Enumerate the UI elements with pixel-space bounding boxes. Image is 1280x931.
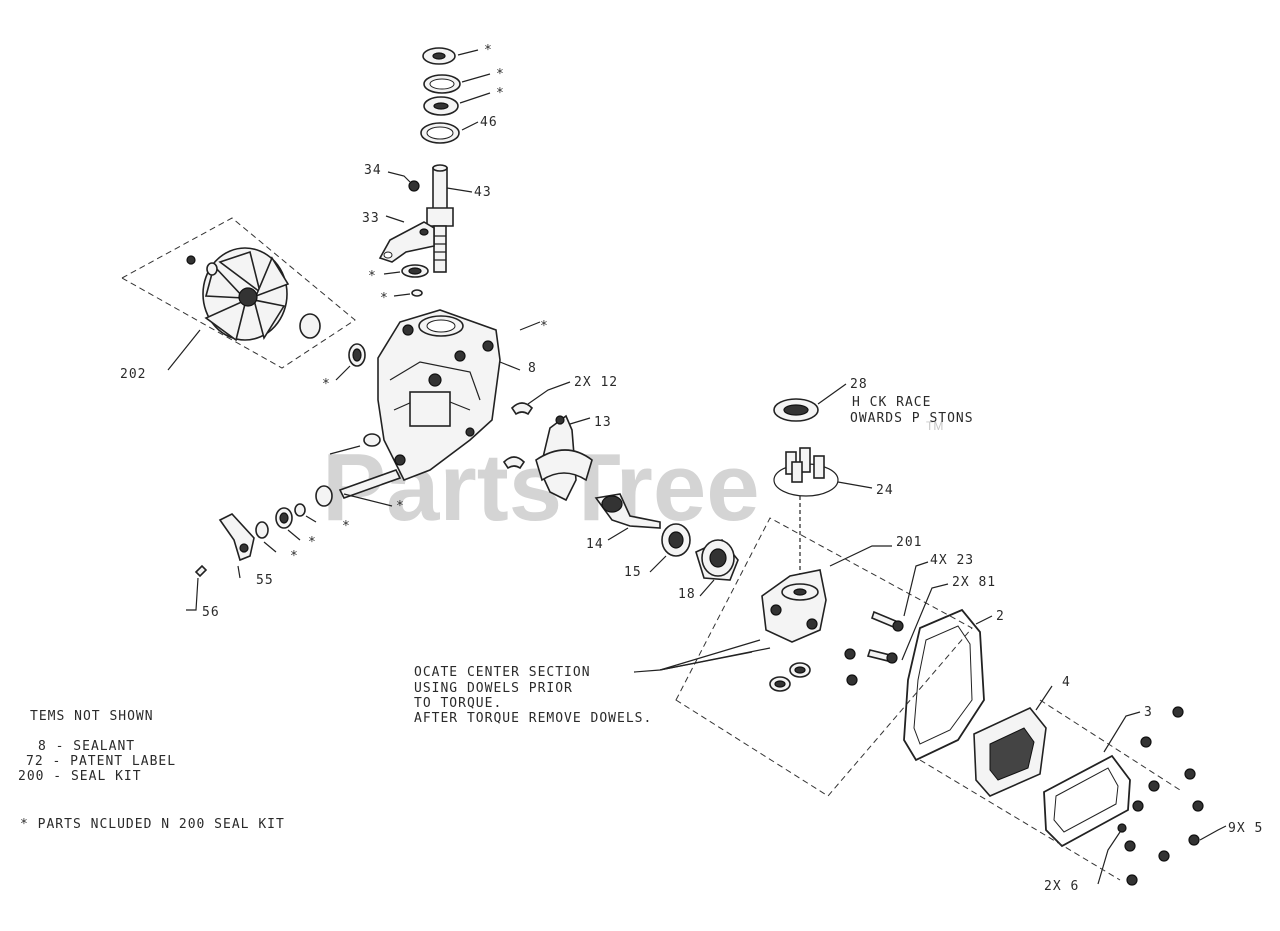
center-section-box bbox=[675, 517, 973, 797]
callout-33: 33 bbox=[362, 211, 380, 226]
svg-text:USING DOWELS PRIOR: USING DOWELS PRIOR bbox=[414, 681, 573, 696]
items-footnote: * PARTS NCLUDED N 200 SEAL KIT bbox=[20, 817, 285, 832]
callout: * bbox=[322, 377, 331, 392]
housing-8[interactable] bbox=[377, 309, 501, 482]
callout-202: 202 bbox=[120, 367, 146, 382]
watermark-tm: TM bbox=[926, 419, 943, 433]
bolts-6[interactable] bbox=[1117, 823, 1138, 886]
callout-46: 46 bbox=[480, 115, 498, 130]
callout: * bbox=[540, 319, 549, 334]
callout-4x23: 4X 23 bbox=[930, 553, 974, 568]
seal-arm[interactable] bbox=[401, 264, 429, 297]
fan-202[interactable] bbox=[186, 247, 321, 342]
callout-2: 2 bbox=[996, 609, 1005, 624]
callout-thick-race: H CK RACE bbox=[852, 395, 931, 410]
items-heading: TEMS NOT SHOWN bbox=[30, 709, 154, 724]
callout-18: 18 bbox=[678, 587, 696, 602]
callout-8: 8 bbox=[528, 361, 537, 376]
control-arm-33[interactable] bbox=[378, 221, 435, 263]
callout: * bbox=[380, 291, 389, 306]
svg-text:AFTER TORQUE REMOVE DOWELS.: AFTER TORQUE REMOVE DOWELS. bbox=[414, 711, 652, 726]
clip-12[interactable] bbox=[502, 402, 534, 470]
filter-4[interactable] bbox=[973, 707, 1047, 797]
nut-34[interactable] bbox=[408, 180, 420, 192]
locate-note: OCATE CENTER SECTION USING DOWELS PRIOR … bbox=[414, 665, 652, 726]
callout: * bbox=[290, 549, 299, 564]
callout-201: 201 bbox=[896, 535, 922, 550]
item-row: 8 - SEALANT bbox=[38, 739, 135, 754]
item-row: 200 - SEAL KIT bbox=[18, 769, 142, 784]
item-row: 72 - PATENT LABEL bbox=[26, 754, 176, 769]
center-section-201[interactable] bbox=[761, 569, 827, 643]
callout-15: 15 bbox=[624, 565, 642, 580]
svg-text:OCATE CENTER SECTION: OCATE CENTER SECTION bbox=[414, 665, 591, 680]
shaft-43[interactable] bbox=[426, 164, 454, 273]
callout-43: 43 bbox=[474, 185, 492, 200]
callout-24: 24 bbox=[876, 483, 894, 498]
callout: * bbox=[496, 67, 505, 82]
callout-28: 28 bbox=[850, 377, 868, 392]
callout-55: 55 bbox=[256, 573, 274, 588]
bolts-5[interactable] bbox=[1124, 706, 1204, 862]
callout: * bbox=[342, 519, 351, 534]
gasket-2[interactable] bbox=[903, 608, 985, 762]
callout: * bbox=[396, 499, 405, 514]
trunnion-13[interactable] bbox=[535, 414, 593, 502]
bolts-23[interactable] bbox=[844, 610, 904, 686]
check-valves[interactable] bbox=[769, 662, 811, 692]
callout-towards-pistons: OWARDS P STONS bbox=[850, 411, 974, 426]
seal-shaft[interactable] bbox=[255, 503, 306, 539]
callout-56: 56 bbox=[202, 605, 220, 620]
bypass-arm-55[interactable] bbox=[218, 513, 255, 562]
callout-4: 4 bbox=[1062, 675, 1071, 690]
svg-text:TO TORQUE.: TO TORQUE. bbox=[414, 696, 502, 711]
seal-input[interactable] bbox=[348, 343, 366, 367]
callout-2x12: 2X 12 bbox=[574, 375, 618, 390]
callout-2x6: 2X 6 bbox=[1044, 879, 1079, 894]
shaft-14[interactable] bbox=[594, 493, 661, 529]
callout-14: 14 bbox=[586, 537, 604, 552]
callout: * bbox=[484, 43, 493, 58]
screw-56[interactable] bbox=[194, 564, 208, 578]
watermark: PartsTree bbox=[322, 434, 760, 541]
items-not-shown: TEMS NOT SHOWN 8 - SEALANT 72 - PATENT L… bbox=[18, 709, 285, 832]
washer-stack[interactable] bbox=[420, 47, 461, 144]
bearing-15[interactable] bbox=[661, 523, 691, 557]
pistons-24[interactable] bbox=[773, 447, 839, 497]
callout-13: 13 bbox=[594, 415, 612, 430]
cover-3[interactable] bbox=[1043, 754, 1131, 848]
callout-9x5: 9X 5 bbox=[1228, 821, 1263, 836]
callout-2x81: 2X 81 bbox=[952, 575, 996, 590]
callout: * bbox=[368, 269, 377, 284]
fan-assembly-box bbox=[120, 217, 356, 369]
callout-34: 34 bbox=[364, 163, 382, 178]
thrust-race-28[interactable] bbox=[773, 398, 819, 422]
callout: * bbox=[496, 86, 505, 101]
cylinder-block-18[interactable] bbox=[695, 539, 739, 581]
callout: * bbox=[308, 535, 317, 550]
input-shaft[interactable] bbox=[315, 433, 402, 507]
callout-3: 3 bbox=[1144, 705, 1153, 720]
